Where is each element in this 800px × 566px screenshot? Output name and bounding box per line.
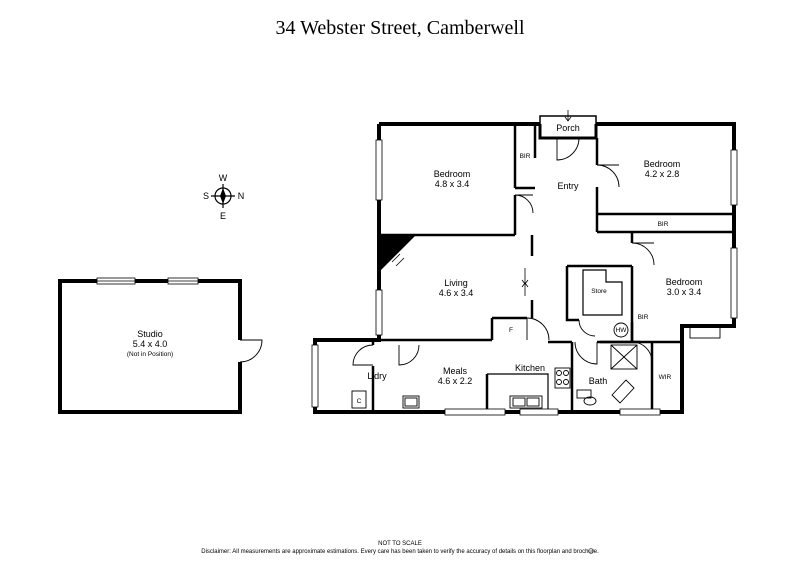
fridge-label: F [509,327,513,334]
living-label: Living [444,278,468,288]
entry-label: Entry [557,181,579,191]
kitchen-label: Kitchen [515,363,545,373]
bedroom1-label: Bedroom [434,169,471,179]
doors [352,137,655,366]
scale-note: NOT TO SCALE [378,541,422,547]
compass-east: E [220,211,226,221]
studio-structure [58,277,263,414]
hw-label: HW [616,327,628,334]
meals-label: Meals [443,366,468,376]
bedroom2-dims: 4.2 x 2.8 [645,169,680,179]
interior-walls [371,126,734,412]
bedroom1-dims: 4.8 x 3.4 [435,179,470,189]
compass-west: W [219,173,228,183]
bedroom3-label: Bedroom [666,277,703,287]
meals-dims: 4.6 x 2.2 [438,376,473,386]
studio-note: (Not in Position) [127,351,173,358]
compass-north: N [238,191,245,201]
bedroom3-dims: 3.0 x 3.4 [667,287,702,297]
bir3-label: BIR [638,314,649,321]
compass-icon [211,184,235,208]
living-dims: 4.6 x 3.4 [439,288,474,298]
fireplace [379,235,416,272]
compass-south: S [203,191,209,201]
studio-label: Studio [137,329,163,339]
laundry-label: L'dry [367,371,387,381]
sliding-door-icon [521,268,529,296]
porch-label: Porch [556,123,580,133]
wir-label: WIR [659,374,672,381]
windows [311,139,738,416]
store-label: Store [591,288,607,295]
bir2-label: BIR [658,221,669,228]
bir1-label: BIR [520,153,531,160]
fixtures [351,322,721,409]
bath-label: Bath [589,376,608,386]
cupboard-label: C [357,398,362,405]
plan-title: 34 Webster Street, Camberwell [275,17,525,39]
studio-dims: 5.4 x 4.0 [133,339,168,349]
disclaimer: Disclaimer: All measurements are approxi… [201,549,599,555]
entry-arrow-icon [564,110,572,122]
copyright-icon [588,548,594,554]
bedroom2-label: Bedroom [644,159,681,169]
